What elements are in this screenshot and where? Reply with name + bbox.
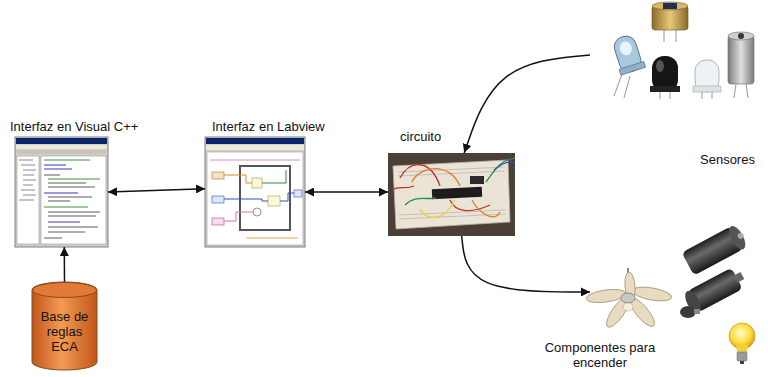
- node-label: Base de reglas ECA: [35, 309, 94, 354]
- arrow-connector: [108, 189, 205, 192]
- software-panel: Interfaz en Labview: [205, 137, 305, 247]
- cylinder-top: [33, 283, 97, 298]
- vc-screenshot: [15, 137, 108, 247]
- bulb-picture: [729, 323, 755, 364]
- circuit-board: circuito: [388, 153, 515, 236]
- node-label: Componentes para encender: [535, 340, 665, 370]
- arrow-connector: [462, 236, 590, 292]
- database-cylinder: Base de reglas ECA: [32, 282, 97, 370]
- node-label: Interfaz en Visual C++: [10, 119, 138, 134]
- circuit-photo: [388, 153, 515, 236]
- arrow-connector: [305, 191, 388, 193]
- fan-picture: [585, 268, 672, 330]
- motor-picture: [680, 223, 749, 318]
- node-label: Interfaz en Labview: [212, 119, 325, 134]
- sensor-group: Sensores: [590, 2, 765, 100]
- actuator-group: Componentes para encender: [590, 228, 765, 368]
- node-label: Sensores: [700, 152, 755, 167]
- software-panel: Interfaz en Visual C++: [15, 137, 108, 247]
- cylinder-body: [32, 282, 97, 370]
- labview-screenshot: [205, 137, 305, 247]
- arrow-connector: [64, 247, 66, 282]
- arrow-connector: [464, 55, 590, 153]
- node-label: circuito: [400, 129, 441, 144]
- sensors-picture: [610, 2, 754, 99]
- node-body: Base de reglas ECA: [32, 282, 97, 370]
